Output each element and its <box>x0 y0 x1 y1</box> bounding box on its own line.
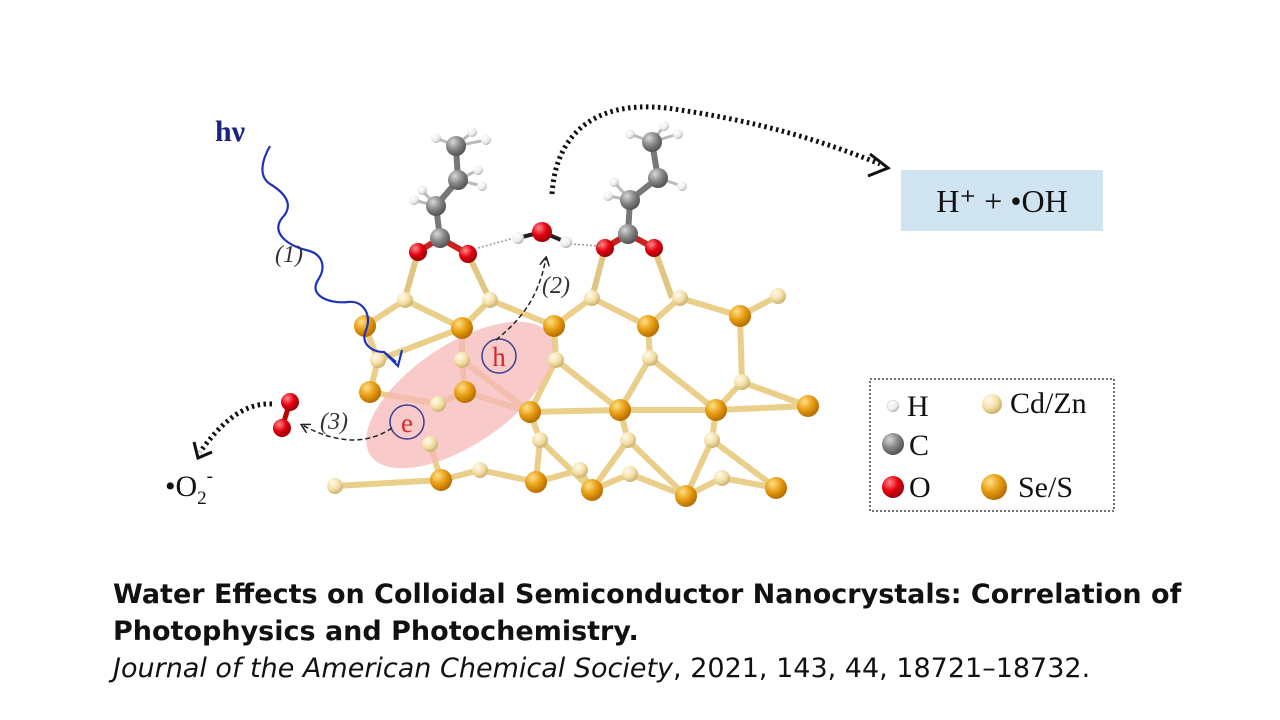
se-s-atom <box>637 315 659 337</box>
product-box <box>901 170 1103 231</box>
se-s-atom <box>359 381 381 403</box>
cd-zn-atom <box>622 466 638 482</box>
legend-swatch-o <box>882 476 904 498</box>
se-s-atom <box>519 401 541 423</box>
water-molecule <box>477 222 601 249</box>
cd-zn-atom <box>472 462 488 478</box>
lattice-bond <box>487 297 557 329</box>
cd-zn-atom <box>327 478 343 494</box>
lattice-bond <box>709 437 779 491</box>
legend-swatch-ses <box>981 474 1007 500</box>
se-s-atom <box>765 477 787 499</box>
legend-label-c: C <box>909 429 929 462</box>
electron-transfer-arrow <box>302 425 393 441</box>
lattice-bond <box>739 379 811 409</box>
cd-zn-atom <box>482 292 498 308</box>
se-s-atom <box>797 395 819 417</box>
se-s-atom <box>705 399 727 421</box>
legend-swatch-c <box>882 433 904 455</box>
se-s-atom <box>609 399 631 421</box>
atom-legend: H C O Cd/Zn Se/S <box>869 378 1115 512</box>
legend-label-o: O <box>909 471 931 504</box>
photon-wave <box>261 145 397 363</box>
cd-zn-atom <box>584 290 600 306</box>
lattice-bond <box>375 325 465 363</box>
citation-details: , 2021, 143, 44, 18721–18732. <box>673 653 1091 684</box>
se-s-atom <box>354 315 376 337</box>
step-1-label: (1) <box>275 242 303 268</box>
journal-name: Journal of the American Chemical Society <box>113 653 674 684</box>
oxygen-molecule <box>273 393 299 437</box>
lattice-bond <box>647 355 719 413</box>
se-s-atom <box>675 485 697 507</box>
cd-zn-atom <box>770 288 786 304</box>
superoxide-arrowhead <box>192 441 213 461</box>
cd-zn-atom <box>370 352 386 368</box>
cd-zn-atom <box>397 292 413 308</box>
lattice-bond <box>713 403 811 413</box>
legend-label-cdzn: Cd/Zn <box>1010 387 1087 420</box>
lattice-bond <box>332 477 444 489</box>
se-s-atom <box>581 479 603 501</box>
legend-label-h: H <box>907 390 929 423</box>
legend-label-ses: Se/S <box>1018 471 1073 504</box>
cd-zn-atom <box>548 352 564 368</box>
se-s-atom <box>543 315 565 337</box>
caption-title-line-2: Photophysics and Photochemistry. <box>113 616 639 647</box>
cd-zn-atom <box>704 432 720 448</box>
se-s-atom <box>430 469 452 491</box>
figure-caption: Water Effects on Colloidal Semiconductor… <box>113 576 1263 687</box>
lattice-bond <box>737 313 745 385</box>
ligand-left <box>402 127 493 302</box>
superoxide-label: •O2- <box>165 466 213 509</box>
mechanism-diagram: h e hν (1) (2) (3) •O2- H⁺ + •OH H C O C… <box>165 104 1115 512</box>
photon-arrowhead <box>383 349 404 369</box>
superoxide-arrow <box>197 401 273 454</box>
lattice-bond <box>537 437 595 493</box>
cd-zn-atom <box>642 350 658 366</box>
step-3-label: (3) <box>320 409 348 435</box>
product-label: H⁺ + •OH <box>936 183 1067 219</box>
hole-label: h <box>492 342 506 372</box>
cd-zn-atom <box>620 432 636 448</box>
legend-swatch-cdzn <box>982 394 1002 414</box>
radical-release-arrowhead <box>867 152 891 178</box>
cd-zn-atom <box>572 462 588 478</box>
lattice-bond <box>553 357 623 413</box>
electron-marker: e <box>389 404 425 440</box>
se-s-atom <box>729 305 751 327</box>
cd-zn-atom <box>734 374 750 390</box>
legend-swatch-h <box>886 399 900 413</box>
cd-zn-atom <box>454 352 470 368</box>
se-s-atom <box>454 381 476 403</box>
cd-zn-atom <box>422 436 438 452</box>
caption-title-line-1: Water Effects on Colloidal Semiconductor… <box>113 579 1182 610</box>
caption-citation: Journal of the American Chemical Society… <box>113 650 1263 687</box>
ligand-right <box>589 121 687 300</box>
lattice-bond <box>625 437 689 499</box>
cd-zn-atom <box>672 290 688 306</box>
lattice-atoms <box>327 288 819 507</box>
electron-label: e <box>401 408 413 438</box>
photon-label: hν <box>215 115 246 148</box>
se-s-atom <box>525 471 547 493</box>
radical-release-arrow <box>549 104 881 195</box>
hole-marker: h <box>481 338 517 374</box>
cd-zn-atom <box>532 432 548 448</box>
step-2-label: (2) <box>542 273 570 299</box>
se-s-atom <box>451 317 473 339</box>
cd-zn-atom <box>714 470 730 486</box>
lattice-bond <box>527 407 623 415</box>
hole-transfer-arrow <box>495 258 546 341</box>
cd-zn-atom <box>430 396 446 412</box>
